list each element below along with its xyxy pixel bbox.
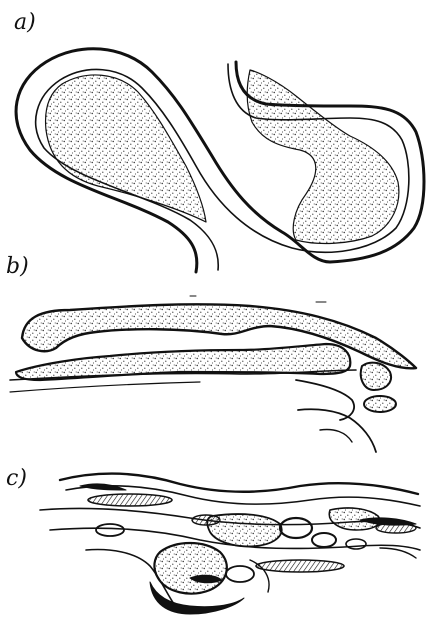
panel-c-loop-3 (96, 524, 124, 536)
panel-c-loop-4 (226, 566, 254, 582)
panel-c-stippled-body-2 (154, 543, 226, 594)
panel-b-small-body-1 (361, 363, 391, 390)
panel-b-small-body-2 (364, 396, 396, 412)
panel-c-hatched-body-1 (88, 494, 172, 506)
panel-c-top-line-1 (60, 474, 418, 494)
panel-a-drawing (16, 49, 424, 272)
panel-b-lower-band (16, 344, 350, 380)
panel-a-right-lobe (247, 70, 399, 243)
panel-c-loop-5 (346, 539, 366, 549)
panel-b-tail-1 (296, 380, 354, 420)
panel-c-stippled-body-1 (207, 514, 282, 546)
panel-b-drawing (10, 296, 416, 452)
panel-c-dark-streak-1 (80, 484, 126, 490)
panel-c-drawing (40, 474, 420, 614)
panel-a-label: a) (14, 12, 36, 34)
panel-a-left-lobe (46, 75, 206, 222)
panel-c-loop-1 (280, 518, 312, 538)
panel-c-hatched-body-2 (256, 560, 344, 572)
panel-c-loop-2 (312, 533, 336, 547)
panel-b-tail-3 (320, 430, 352, 443)
panel-b-base-line-2 (10, 382, 200, 392)
panel-c-lower-line-3 (380, 548, 416, 558)
panel-b-label: b) (6, 256, 29, 278)
panel-c-label: c) (6, 468, 27, 490)
